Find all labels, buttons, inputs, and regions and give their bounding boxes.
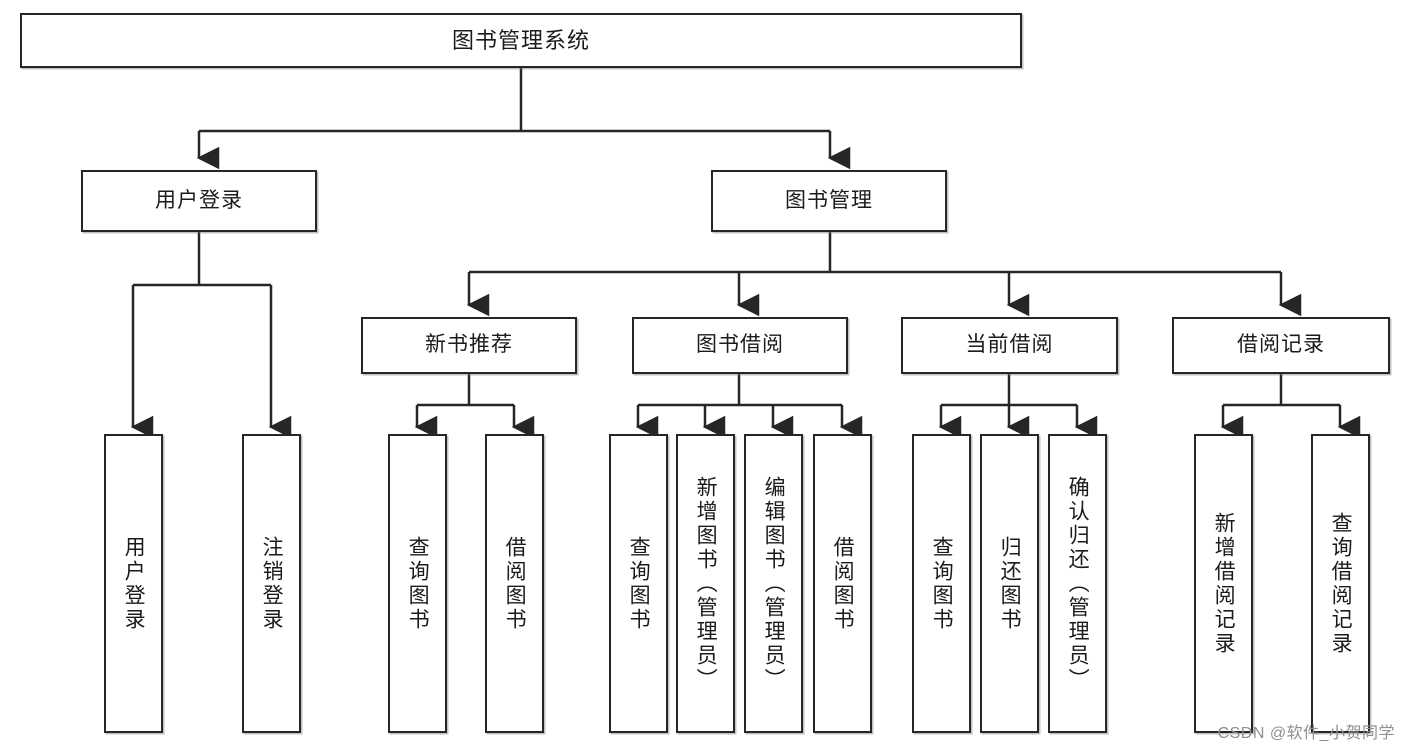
node-label: 借阅图书 bbox=[831, 535, 855, 632]
node-borrow-record[interactable]: 借阅记录 bbox=[1172, 317, 1390, 374]
node-label: 注销登录 bbox=[260, 535, 284, 632]
node-label: 新书推荐 bbox=[425, 333, 513, 357]
leaf-user-logout[interactable]: 注销登录 bbox=[242, 434, 301, 733]
node-label: 编辑图书（管理员） bbox=[762, 475, 786, 692]
node-user-login[interactable]: 用户登录 bbox=[81, 170, 317, 232]
leaf-borrow-book-recommend[interactable]: 借阅图书 bbox=[485, 434, 544, 733]
node-label: 用户登录 bbox=[122, 535, 146, 632]
leaf-confirm-return-admin[interactable]: 确认归还（管理员） bbox=[1048, 434, 1107, 733]
node-label: 新增借阅记录 bbox=[1212, 511, 1236, 656]
leaf-query-book-borrow[interactable]: 查询图书 bbox=[609, 434, 668, 733]
leaf-query-book-current[interactable]: 查询图书 bbox=[912, 434, 971, 733]
node-label: 新增图书（管理员） bbox=[694, 475, 718, 692]
node-book-management[interactable]: 图书管理 bbox=[711, 170, 947, 232]
leaf-query-book-recommend[interactable]: 查询图书 bbox=[388, 434, 447, 733]
node-label: 借阅记录 bbox=[1237, 333, 1325, 357]
leaf-user-login[interactable]: 用户登录 bbox=[104, 434, 163, 733]
node-label: 图书管理 bbox=[785, 188, 873, 212]
node-book-borrow[interactable]: 图书借阅 bbox=[632, 317, 848, 374]
node-label: 当前借阅 bbox=[965, 333, 1054, 357]
leaf-query-borrow-record[interactable]: 查询借阅记录 bbox=[1311, 434, 1370, 733]
leaf-add-book-admin[interactable]: 新增图书（管理员） bbox=[676, 434, 735, 733]
node-current-borrow[interactable]: 当前借阅 bbox=[901, 317, 1118, 374]
node-new-book-recommend[interactable]: 新书推荐 bbox=[361, 317, 577, 374]
node-root-book-management-system[interactable]: 图书管理系统 bbox=[20, 13, 1022, 68]
csdn-watermark: CSDN @软件_小贺同学 bbox=[1217, 725, 1395, 742]
node-label: 查询图书 bbox=[406, 535, 430, 632]
leaf-add-borrow-record[interactable]: 新增借阅记录 bbox=[1194, 434, 1253, 733]
leaf-borrow-book[interactable]: 借阅图书 bbox=[813, 434, 872, 733]
node-label: 归还图书 bbox=[998, 535, 1022, 632]
node-label: 查询借阅记录 bbox=[1329, 511, 1353, 656]
leaf-return-book[interactable]: 归还图书 bbox=[980, 434, 1039, 733]
node-label: 查询图书 bbox=[930, 535, 954, 632]
leaf-edit-book-admin[interactable]: 编辑图书（管理员） bbox=[744, 434, 803, 733]
node-label: 图书借阅 bbox=[696, 333, 784, 357]
node-label: 图书管理系统 bbox=[451, 27, 590, 53]
node-label: 用户登录 bbox=[155, 188, 243, 212]
node-label: 查询图书 bbox=[627, 535, 651, 632]
node-label: 借阅图书 bbox=[503, 535, 527, 632]
node-label: 确认归还（管理员） bbox=[1066, 475, 1090, 692]
